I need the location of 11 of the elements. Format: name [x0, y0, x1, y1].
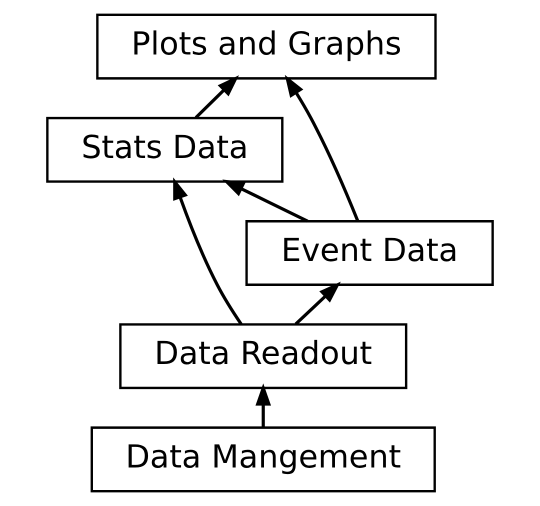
arrow: [284, 74, 360, 222]
arrow: [222, 179, 308, 223]
arrow: [194, 75, 239, 119]
node-box: Plots and Graphs: [96, 14, 437, 80]
arrow: [255, 383, 272, 428]
node-box: Stats Data: [46, 116, 284, 183]
node-box: Data Mangement: [90, 426, 436, 492]
node-box: Data Readout: [119, 323, 408, 390]
arrow: [173, 177, 242, 326]
node-box: Event Data: [245, 220, 494, 286]
arrow: [294, 282, 341, 326]
